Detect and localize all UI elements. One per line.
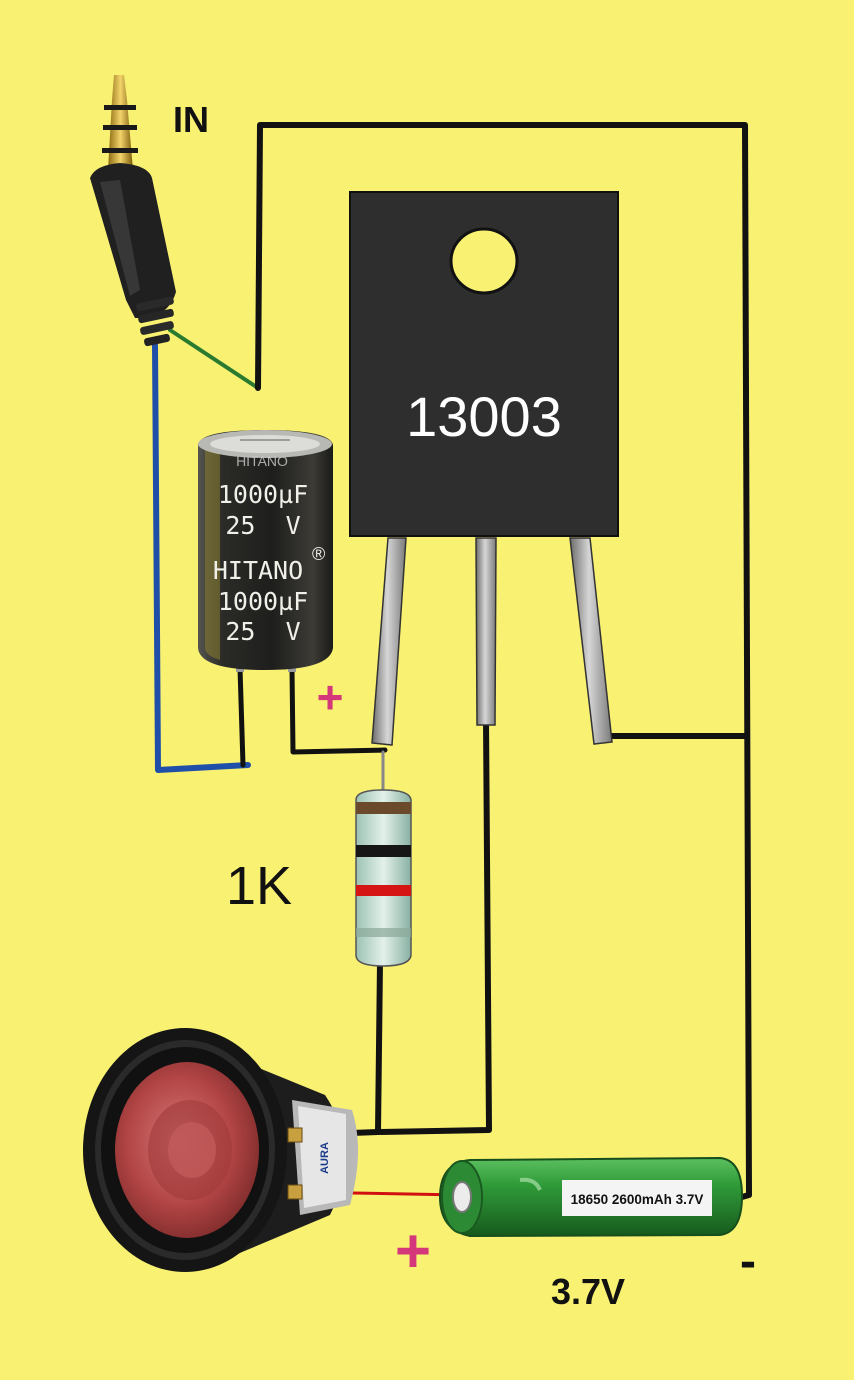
wire-collector [375, 717, 492, 1135]
wire-input-shield [152, 342, 251, 773]
audio-jack-plug [90, 75, 176, 347]
battery-positive-terminal [452, 1181, 472, 1213]
transistor-part-number: 13003 [406, 385, 562, 448]
transistor-leg-emitter [569, 537, 613, 745]
resistor-band-gold [356, 928, 411, 937]
resistor-value-label: 1K [226, 856, 292, 916]
capacitor-brand-top: HITANO [236, 453, 288, 469]
capacitor-voltage-line-2: 25 V [225, 617, 300, 646]
wire-input-signal [168, 328, 260, 390]
transistor-leg-collector [475, 537, 497, 726]
battery-label: 18650 2600mAh 3.7V [571, 1192, 704, 1207]
transistor-mounting-hole [449, 227, 519, 295]
battery-18650: 18650 2600mAh 3.7V [438, 1156, 744, 1238]
speaker: AURA [83, 1028, 359, 1272]
resistor-band-brown [356, 802, 411, 814]
battery-negative-sign: - [740, 1235, 756, 1288]
capacitor-voltage-line-1: 25 V [225, 511, 300, 540]
wire-cap-positive [289, 665, 388, 755]
speaker-brand: AURA [319, 1142, 331, 1174]
transistor-leg-base [371, 537, 407, 746]
transistor-13003: 13003 [349, 191, 619, 746]
resistor-band-black [356, 845, 411, 857]
resistor-1k [355, 789, 412, 967]
capacitor-positive-sign: + [317, 671, 344, 723]
electrolytic-capacitor: HITANO 1000µF 25 V HITANO ® 1000µF 25 V [198, 430, 333, 672]
capacitor-brand: HITANO [213, 556, 303, 585]
wire-top-loop [255, 122, 752, 1200]
capacitor-registered-mark: ® [312, 544, 325, 564]
wire-cap-negative [237, 665, 246, 768]
battery-voltage-label: 3.7V [551, 1271, 625, 1312]
capacitor-value-line-1: 1000µF [218, 480, 308, 509]
capacitor-value-line-2: 1000µF [218, 587, 308, 616]
battery-label-panel [562, 1180, 712, 1216]
input-label: IN [173, 99, 209, 140]
battery-positive-sign: + [395, 1217, 431, 1286]
resistor-band-red [356, 885, 411, 896]
